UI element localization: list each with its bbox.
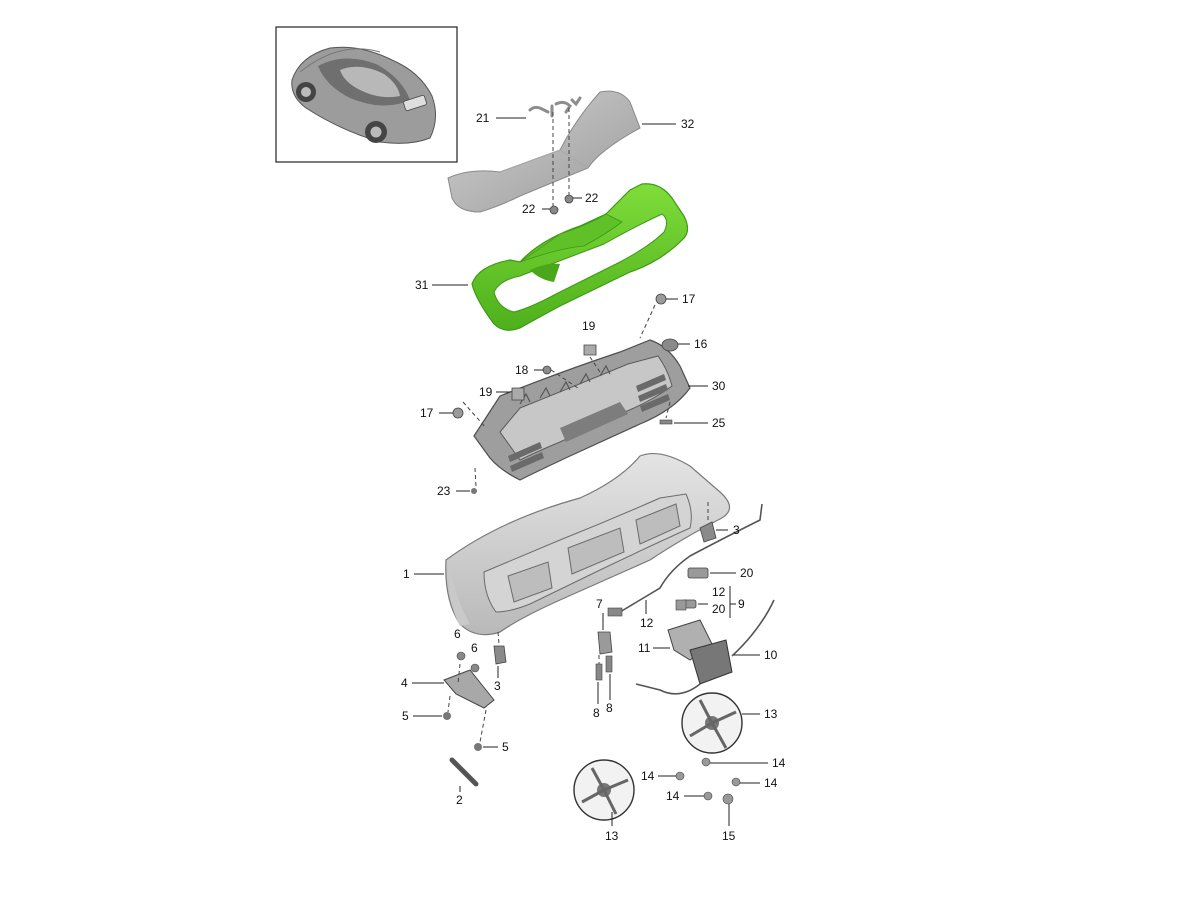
part-22-clip-b[interactable]	[564, 194, 574, 204]
callout-19[interactable]: 19	[582, 319, 596, 333]
part-3-buffer-b[interactable]	[493, 645, 507, 665]
part-13-fan-a[interactable]	[681, 692, 743, 754]
callout-14[interactable]: 14	[764, 776, 778, 790]
part-15-nut[interactable]	[722, 793, 734, 805]
part-19-bracket-a[interactable]	[583, 344, 597, 356]
callout-6[interactable]: 6	[454, 627, 461, 641]
part-23-clip[interactable]	[471, 488, 477, 494]
callout-20[interactable]: 20	[712, 602, 726, 616]
part-19-bracket-b[interactable]	[511, 387, 525, 401]
callout-6[interactable]: 6	[471, 641, 478, 655]
callout-17[interactable]: 17	[682, 292, 696, 306]
callout-1[interactable]: 1	[403, 567, 410, 581]
part-16-plug[interactable]	[661, 338, 679, 352]
part-3-buffer-a[interactable]	[699, 521, 717, 543]
part-2-gas-strut[interactable]	[449, 757, 479, 787]
callout-31[interactable]: 31	[415, 278, 429, 292]
callout-22[interactable]: 22	[522, 202, 536, 216]
part-4-hinge[interactable]	[443, 669, 495, 709]
assembly-lines	[447, 108, 709, 743]
callout-14[interactable]: 14	[641, 769, 655, 783]
part-17-plug-a[interactable]	[655, 293, 667, 305]
callout-8[interactable]: 8	[606, 701, 613, 715]
small-hardware	[443, 194, 775, 821]
callout-15[interactable]: 15	[722, 829, 736, 843]
callout-25[interactable]: 25	[712, 416, 726, 430]
callout-8[interactable]: 8	[593, 706, 600, 720]
callout-16[interactable]: 16	[694, 337, 708, 351]
callout-3[interactable]: 3	[494, 679, 501, 693]
callout-18[interactable]: 18	[515, 363, 529, 377]
part-8-bolt-a[interactable]	[595, 663, 603, 681]
part-10-cable	[635, 599, 775, 695]
part-8-bolt-b[interactable]	[605, 655, 613, 673]
callout-21[interactable]: 21	[476, 111, 490, 125]
callout-5[interactable]: 5	[402, 709, 409, 723]
callout-labels: 21 32 22 22 31 17 19 16 18 30 19 17 25 2…	[401, 111, 786, 843]
callout-3[interactable]: 3	[733, 523, 740, 537]
leader-lines	[412, 117, 768, 826]
callout-12[interactable]: 12	[712, 585, 726, 599]
part-12-connector	[607, 607, 623, 617]
vehicle-thumbnail	[275, 26, 458, 163]
part-5-bolt-b[interactable]	[474, 743, 482, 751]
callout-5[interactable]: 5	[502, 740, 509, 754]
part-14-nut-b[interactable]	[701, 757, 711, 767]
part-14-nut-d[interactable]	[703, 791, 713, 801]
callout-32[interactable]: 32	[681, 117, 695, 131]
part-12-cable[interactable]	[619, 503, 763, 613]
callout-14[interactable]: 14	[772, 756, 786, 770]
part-5-bolt-a[interactable]	[443, 712, 451, 720]
part-25-screw[interactable]	[659, 419, 673, 425]
part-18-clip[interactable]	[542, 365, 552, 375]
callout-14[interactable]: 14	[666, 789, 680, 803]
callout-19[interactable]: 19	[479, 385, 493, 399]
part-21-badge[interactable]	[528, 96, 582, 118]
part-6-nut-a[interactable]	[456, 651, 466, 661]
part-30-grille-frame[interactable]	[473, 339, 691, 481]
part-31-highlighted-frame[interactable]	[471, 183, 689, 331]
part-22-clip-a[interactable]	[549, 205, 559, 215]
callout-20[interactable]: 20	[740, 566, 754, 580]
part-1-tail-lid[interactable]	[445, 453, 731, 636]
part-13-fan-b[interactable]	[573, 759, 635, 821]
callout-9[interactable]: 9	[738, 597, 745, 611]
part-14-nut-a[interactable]	[675, 771, 685, 781]
callout-7[interactable]: 7	[596, 597, 603, 611]
part-9-sensor[interactable]	[675, 599, 687, 611]
callout-2[interactable]: 2	[456, 793, 463, 807]
callout-13[interactable]: 13	[605, 829, 619, 843]
callout-4[interactable]: 4	[401, 676, 408, 690]
car-thumbnail-icon	[291, 46, 436, 144]
callout-11[interactable]: 11	[638, 641, 651, 655]
part-7-bracket[interactable]	[597, 631, 613, 655]
part-20-switch-a[interactable]	[687, 567, 709, 579]
part-32-trim-panel[interactable]	[447, 90, 641, 213]
part-14-nut-c[interactable]	[731, 777, 741, 787]
callout-17[interactable]: 17	[420, 406, 434, 420]
part-10-actuator[interactable]	[689, 639, 733, 685]
callout-12[interactable]: 12	[640, 616, 654, 630]
part-17-plug-b[interactable]	[452, 407, 464, 419]
callout-10[interactable]: 10	[764, 648, 778, 662]
callout-30[interactable]: 30	[712, 379, 726, 393]
callout-13[interactable]: 13	[764, 707, 778, 721]
part-6-nut-b[interactable]	[470, 663, 480, 673]
callout-22[interactable]: 22	[585, 191, 599, 205]
callout-23[interactable]: 23	[437, 484, 451, 498]
